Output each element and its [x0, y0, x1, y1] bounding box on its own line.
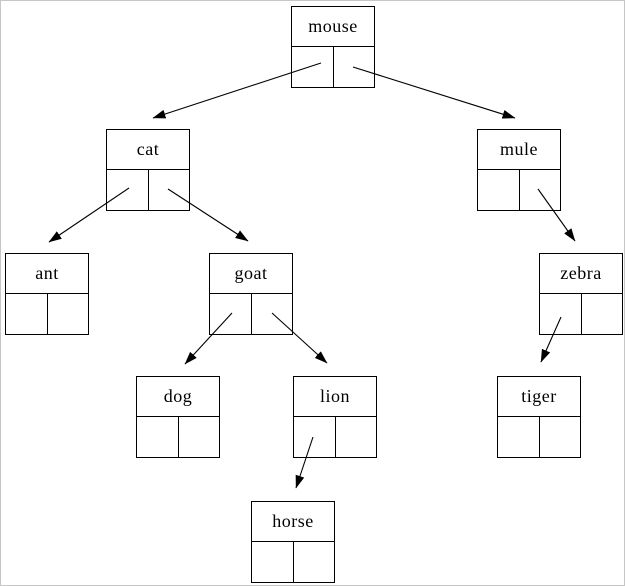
pointer-cells: [478, 170, 560, 211]
left-pointer-cell: [478, 170, 519, 211]
node-label: lion: [294, 377, 376, 417]
node-label: cat: [107, 130, 189, 170]
pointer-cells: [292, 47, 374, 88]
node-label: mule: [478, 130, 560, 170]
node-label: ant: [6, 254, 88, 294]
tree-node-cat: cat: [106, 129, 190, 211]
pointer-cells: [137, 417, 219, 458]
pointer-cells: [107, 170, 189, 211]
right-pointer-cell: [46, 294, 89, 335]
right-pointer-cell: [147, 170, 190, 211]
left-pointer-cell: [252, 542, 293, 583]
node-label: mouse: [292, 7, 374, 47]
left-pointer-cell: [292, 47, 333, 88]
tree-node-mouse: mouse: [291, 6, 375, 88]
left-pointer-cell: [6, 294, 47, 335]
tree-node-dog: dog: [136, 376, 220, 458]
right-pointer-cell: [250, 294, 293, 335]
right-pointer-cell: [580, 294, 623, 335]
tree-node-goat: goat: [209, 253, 293, 335]
left-pointer-cell: [107, 170, 148, 211]
tree-node-mule: mule: [477, 129, 561, 211]
pointer-cells: [210, 294, 292, 335]
left-pointer-cell: [210, 294, 251, 335]
tree-node-tiger: tiger: [497, 376, 581, 458]
pointer-cells: [6, 294, 88, 335]
right-pointer-cell: [518, 170, 561, 211]
node-label: dog: [137, 377, 219, 417]
right-pointer-cell: [177, 417, 220, 458]
node-label: tiger: [498, 377, 580, 417]
node-label: horse: [252, 502, 334, 542]
pointer-cells: [252, 542, 334, 583]
pointer-cells: [540, 294, 622, 335]
node-label: goat: [210, 254, 292, 294]
left-pointer-cell: [498, 417, 539, 458]
edge-mouse-right-mule: [352, 66, 516, 119]
right-pointer-cell: [334, 417, 377, 458]
right-pointer-cell: [292, 542, 335, 583]
pointer-cells: [498, 417, 580, 458]
left-pointer-cell: [137, 417, 178, 458]
tree-node-lion: lion: [293, 376, 377, 458]
tree-node-horse: horse: [251, 501, 335, 583]
right-pointer-cell: [538, 417, 581, 458]
tree-node-ant: ant: [5, 253, 89, 335]
left-pointer-cell: [294, 417, 335, 458]
node-label: zebra: [540, 254, 622, 294]
tree-node-zebra: zebra: [539, 253, 623, 335]
right-pointer-cell: [332, 47, 375, 88]
left-pointer-cell: [540, 294, 581, 335]
pointer-cells: [294, 417, 376, 458]
